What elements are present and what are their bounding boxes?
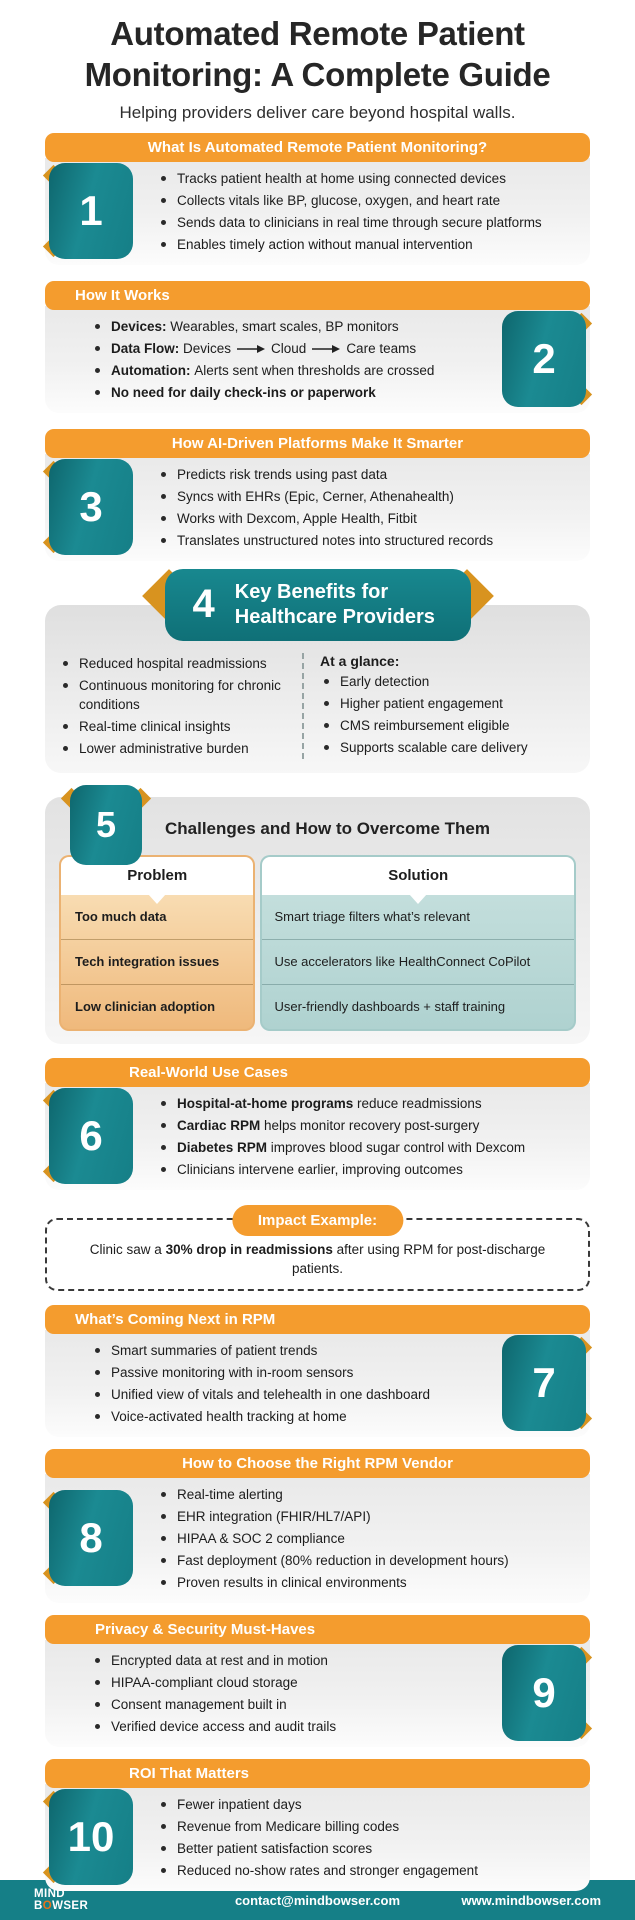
bullet: Verified device access and audit trails [91, 1717, 478, 1736]
mindbowser-logo: MIND BOWSER [34, 1887, 89, 1912]
bullet: Real-time alerting [157, 1485, 582, 1504]
bullet: Predicts risk trends using past data [157, 465, 582, 484]
bullet: Fewer inpatient days [157, 1795, 582, 1814]
bullet: Smart summaries of patient trends [91, 1341, 478, 1360]
section-3-number-badge: 3 [42, 459, 137, 556]
arrow-right-icon [237, 344, 266, 353]
contact-email-link[interactable]: contact@mindbowser.com [234, 1892, 401, 1908]
bullet: Lower administrative burden [59, 739, 296, 758]
bullet: Collects vitals like BP, glucose, oxygen… [157, 191, 582, 210]
section-5-title: Challenges and How to Overcome Them [165, 818, 490, 838]
section-4-number: 4 [192, 582, 215, 627]
bullet: Unified view of vitals and telehealth in… [91, 1385, 478, 1404]
bullet: CMS reimbursement eligible [320, 716, 570, 735]
solution-column-header: Solution [260, 854, 576, 895]
section-7-header: What’s Coming Next in RPM [45, 1304, 590, 1334]
section-6-number-badge: 6 [42, 1088, 137, 1185]
bullet: Passive monitoring with in-room sensors [91, 1363, 478, 1382]
bullet: Devices: Wearables, smart scales, BP mon… [91, 317, 478, 336]
section-3-header: How AI-Driven Platforms Make It Smarter [45, 428, 590, 458]
section-privacy-security: Privacy & Security Must-Haves 9 Encrypte… [45, 1614, 593, 1747]
bullet: Higher patient engagement [320, 694, 570, 713]
bullet: Revenue from Medicare billing codes [157, 1817, 582, 1836]
bullet: Real-time clinical insights [59, 717, 296, 736]
section-choose-vendor: How to Choose the Right RPM Vendor 8 Rea… [42, 1448, 590, 1603]
bullet: Proven results in clinical environments [157, 1573, 582, 1592]
bullet: Reduced hospital readmissions [59, 654, 296, 673]
page-subtitle: Helping providers deliver care beyond ho… [119, 102, 516, 122]
bullet: Works with Dexcom, Apple Health, Fitbit [157, 509, 582, 528]
bullet: Translates unstructured notes into struc… [157, 531, 582, 550]
impact-example: Impact Example: Clinic saw a 30% drop in… [45, 1204, 590, 1291]
problem-column-header: Problem [59, 854, 256, 895]
bullet: Hospital-at-home programs reduce readmis… [157, 1094, 582, 1113]
bullet: Sends data to clinicians in real time th… [157, 213, 582, 232]
bullet: Clinicians intervene earlier, improving … [157, 1160, 582, 1179]
bullet: Supports scalable care delivery [320, 738, 570, 757]
section-9-number-badge: 9 [498, 1645, 593, 1742]
bullet: Syncs with EHRs (Epic, Cerner, Athenahea… [157, 487, 582, 506]
solution-cell: Smart triage filters what’s relevant [274, 909, 471, 925]
impact-example-label: Impact Example: [231, 1204, 404, 1236]
bullet: Enables timely action without manual int… [157, 235, 582, 254]
bullet: Continuous monitoring for chronic condit… [59, 676, 296, 714]
bullet: HIPAA & SOC 2 compliance [157, 1529, 582, 1548]
section-10-header: ROI That Matters [45, 1758, 590, 1788]
bullet: Fast deployment (80% reduction in develo… [157, 1551, 582, 1570]
section-2-number-badge: 2 [498, 311, 593, 408]
bullet: Diabetes RPM improves blood sugar contro… [157, 1138, 582, 1157]
section-7-number-badge: 7 [498, 1335, 593, 1432]
section-use-cases: Real-World Use Cases 6 Hospital-at-home … [42, 1057, 590, 1190]
bullet: Cardiac RPM helps monitor recovery post-… [157, 1116, 582, 1135]
bullet: Better patient satisfaction scores [157, 1839, 582, 1858]
problem-cell: Too much data [75, 909, 167, 925]
section-roi: ROI That Matters 10 Fewer inpatient days… [42, 1758, 590, 1891]
bullet: EHR integration (FHIR/HL7/API) [157, 1507, 582, 1526]
bullet: Tracks patient health at home using conn… [157, 169, 582, 188]
section-challenges: 5 Challenges and How to Overcome Them Pr… [45, 784, 590, 1044]
solution-cell: User-friendly dashboards + staff trainin… [262, 983, 574, 1029]
solution-cell: Use accelerators like HealthConnect CoPi… [262, 938, 574, 984]
bullet: Automation: Alerts sent when thresholds … [91, 361, 478, 380]
section-ai-platforms: How AI-Driven Platforms Make It Smarter … [42, 428, 590, 561]
section-8-header: How to Choose the Right RPM Vendor [45, 1448, 590, 1478]
section-whats-next: What’s Coming Next in RPM 7 Smart summar… [45, 1304, 593, 1437]
section-9-header: Privacy & Security Must-Haves [45, 1614, 590, 1644]
arrow-right-icon [312, 344, 341, 353]
at-a-glance-label: At a glance: [320, 652, 400, 669]
bullet: No need for daily check-ins or paperwork [91, 383, 478, 402]
section-5-number-badge: 5 [60, 784, 152, 865]
section-6-header: Real-World Use Cases [45, 1057, 590, 1087]
section-what-is-rpm: What Is Automated Remote Patient Monitor… [42, 132, 590, 265]
challenges-table: Problem Too much data Tech integration i… [59, 854, 576, 1031]
section-2-header: How It Works [45, 280, 590, 310]
bullet: Voice-activated health tracking at home [91, 1407, 478, 1426]
problem-cell: Low clinician adoption [61, 983, 254, 1029]
problem-cell: Tech integration issues [61, 938, 254, 984]
website-link[interactable]: www.mindbowser.com [461, 1892, 601, 1908]
bullet: HIPAA-compliant cloud storage [91, 1673, 478, 1692]
bullet: Reduced no-show rates and stronger engag… [157, 1861, 582, 1880]
bullet: Early detection [320, 672, 570, 691]
section-1-number-badge: 1 [42, 163, 137, 260]
section-1-header: What Is Automated Remote Patient Monitor… [45, 132, 590, 162]
bullet: Encrypted data at rest and in motion [91, 1651, 478, 1670]
bullet: Consent management built in [91, 1695, 478, 1714]
section-how-it-works: How It Works 2 Devices: Wearables, smart… [45, 280, 593, 413]
section-10-number-badge: 10 [42, 1789, 137, 1886]
section-8-number-badge: 8 [42, 1490, 137, 1587]
dashed-divider [302, 652, 304, 759]
